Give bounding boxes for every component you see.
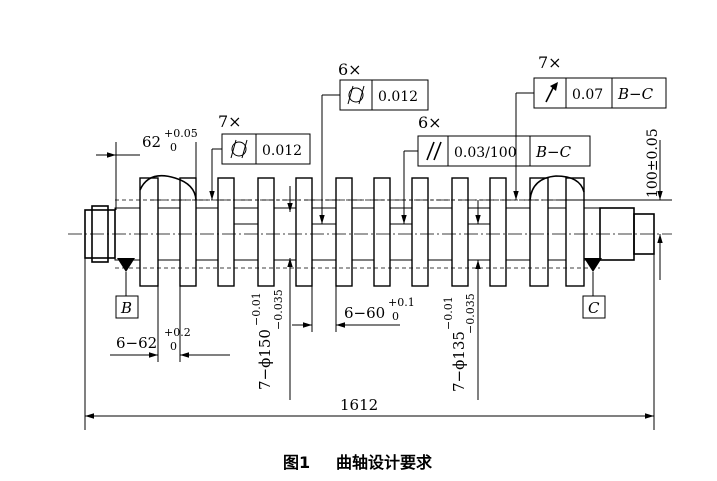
dim-6-62-lo: 0 [170,340,177,353]
dim-phi150-up: −0.01 [250,292,263,326]
dim-phi135-lo: −0.035 [464,293,477,334]
dim-100: 100±0.05 [560,128,672,280]
dim-62-lo: 0 [170,141,177,154]
dim-60: 6−60 +0.1 0 [292,260,415,332]
frame-run-mult: 7× [538,53,562,72]
frame-par-mult: 6× [418,113,442,132]
frame-run-datum: B−C [617,85,654,103]
dim-62-bottom: 6−62 +0.2 0 [110,286,230,362]
datum-b-label: B [120,299,132,317]
dim-phi135-up: −0.01 [442,296,455,330]
dim-6-62-up: +0.2 [164,326,191,339]
frame-par-value: 0.03/100 [454,145,517,161]
frame-run-value: 0.07 [572,87,603,103]
crankshaft-body [84,174,655,287]
dim-60-lo: 0 [392,310,399,323]
dim-60-up: +0.1 [388,296,415,309]
frame-runout: 7× 0.07 B−C [513,53,667,200]
cylindricity-icon [230,139,248,159]
dim-1612-label: 1612 [340,396,378,414]
dim-62-up: +0.05 [164,127,198,140]
dim-62-top: 62 +0.05 0 [96,127,198,210]
dim-62-main: 62 [142,133,161,151]
figure-title: 曲轴设计要求 [336,453,433,472]
frame-left-cylindricity: 7× 0.012 [209,112,311,200]
frame-left-value: 0.012 [262,143,302,159]
datum-c: C [582,258,606,319]
dim-6-62-main: 6−62 [116,334,157,352]
dim-phi135-main: 7−ϕ135 [450,331,468,392]
dim-phi135: 7−ϕ135 −0.01 −0.035 [442,200,481,400]
frame-parallelism: 6× 0.03/100 B−C [401,113,591,224]
dim-phi150-lo: −0.035 [272,289,285,330]
dim-phi150-main: 7−ϕ150 [256,329,274,390]
datum-b: B [115,258,139,319]
dim-100-label: 100±0.05 [645,128,661,198]
dim-phi150: 7−ϕ150 −0.01 −0.035 [250,186,293,400]
frame-mid-value: 0.012 [378,89,418,105]
figure-number: 图1 [283,453,310,472]
frame-mid-mult: 6× [338,60,362,79]
dim-60-main: 6−60 [344,304,385,322]
cylindricity-icon [347,85,365,105]
frame-par-datum: B−C [535,143,572,161]
circular-runout-icon [545,82,558,103]
frame-mid-cylindricity: 6× 0.012 [319,60,429,224]
datum-c-label: C [588,299,600,317]
dim-1612: 1612 [84,254,655,430]
frame-left-mult: 7× [218,112,242,131]
parallelism-icon [426,141,442,161]
